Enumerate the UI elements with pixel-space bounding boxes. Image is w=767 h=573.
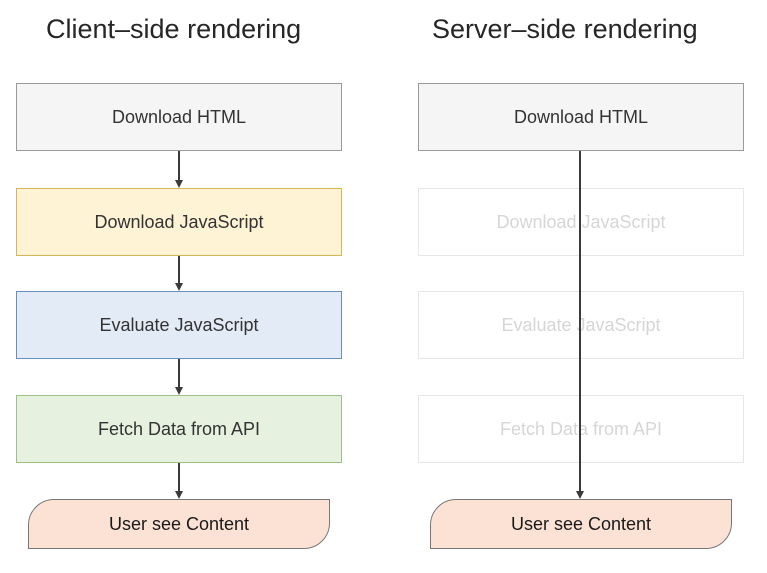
server-step-evaluate-javascript: Evaluate JavaScript [418, 291, 744, 359]
server-end-user-see-content: User see Content [430, 499, 732, 549]
client-side-title: Client–side rendering [46, 14, 302, 44]
client-step-evaluate-javascript: Evaluate JavaScript [16, 291, 342, 359]
server-step-fetch-data: Fetch Data from API [418, 395, 744, 463]
client-step-fetch-data: Fetch Data from API [16, 395, 342, 463]
client-step-download-javascript: Download JavaScript [16, 188, 342, 256]
client-end-user-see-content: User see Content [28, 499, 330, 549]
server-side-title: Server–side rendering [432, 14, 698, 44]
server-step-download-javascript: Download JavaScript [418, 188, 744, 256]
server-step-download-html: Download HTML [418, 83, 744, 151]
client-step-download-html: Download HTML [16, 83, 342, 151]
